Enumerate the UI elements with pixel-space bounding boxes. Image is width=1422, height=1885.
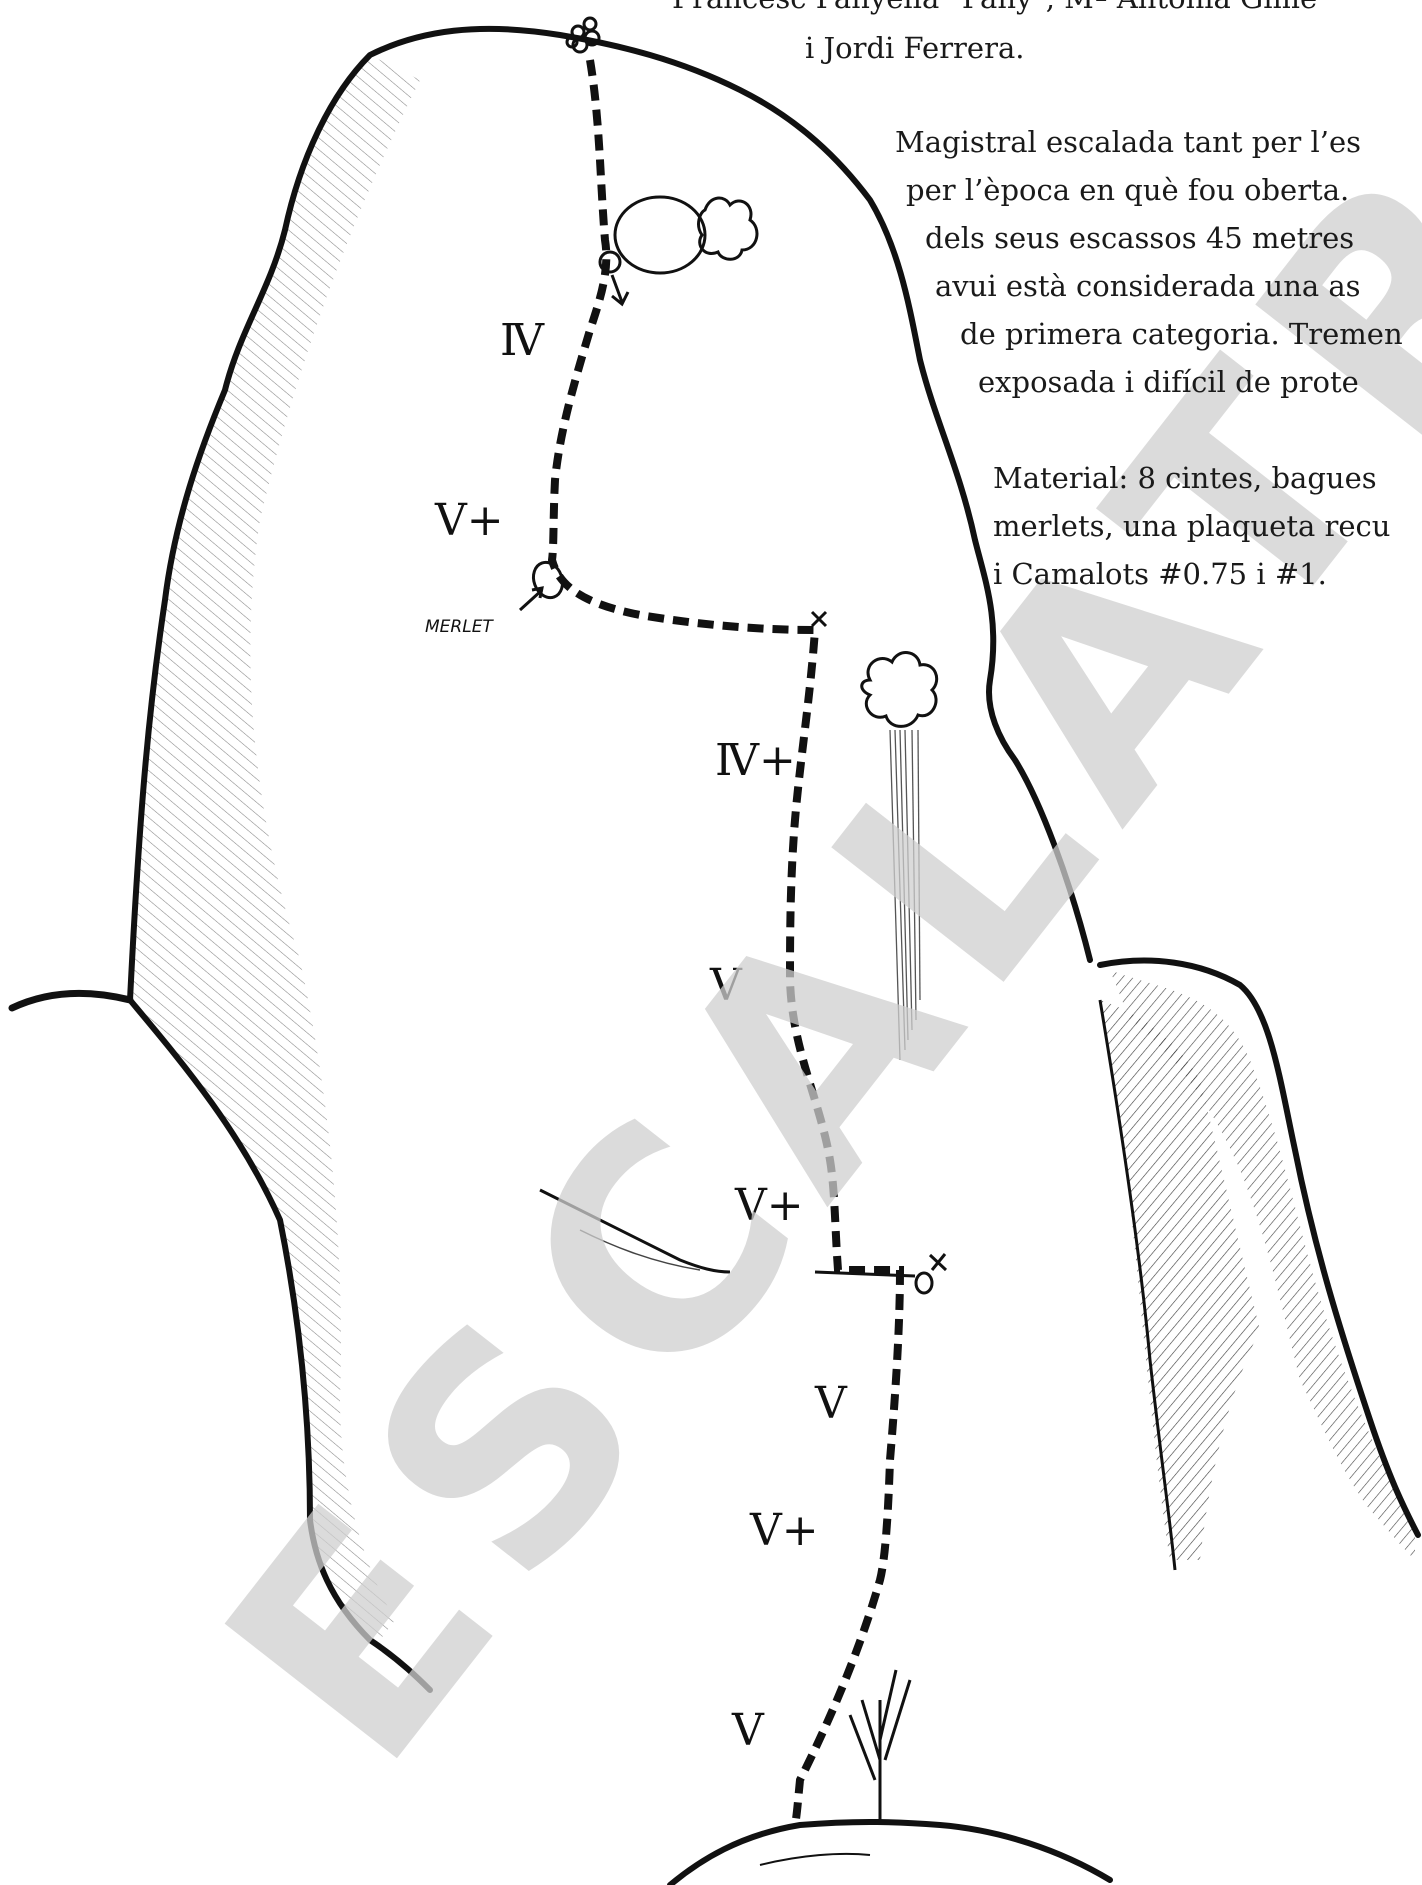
- ground-line-inner: [760, 1854, 870, 1865]
- description-line-4: avui està considerada una as: [935, 262, 1361, 310]
- grade-label-2: V+: [434, 495, 504, 546]
- description-line-6: exposada i difícil de prote: [978, 358, 1359, 406]
- bolt-mark-icon: [812, 612, 826, 626]
- description-line-5: de primera categoria. Tremen: [960, 310, 1403, 358]
- credits-line-1: Francesc Pahyella "Pany", Mª Antònia Gim…: [672, 0, 1317, 22]
- ground-line: [670, 1822, 1110, 1885]
- material-line-1: Material: 8 cintes, bagues: [993, 454, 1377, 502]
- merlet-label: MERLET: [425, 617, 494, 637]
- credits-line-2: i Jordi Ferrera.: [805, 24, 1024, 72]
- left-ridge-outline: [12, 993, 130, 1008]
- material-line-3: i Camalots #0.75 i #1.: [993, 550, 1327, 598]
- bolt-mark-lower-icon: [916, 1254, 946, 1293]
- grade-label-7: V+: [749, 1505, 819, 1556]
- summit-anchor-icon: [567, 18, 599, 52]
- merlet-icon: [520, 558, 567, 610]
- bush-icon-upper: [615, 197, 757, 273]
- grade-label-1: Ⅳ: [500, 315, 545, 366]
- description-line-3: dels seus escassos 45 metres: [925, 214, 1354, 262]
- grade-label-8: V: [731, 1705, 765, 1756]
- material-line-2: merlets, una plaqueta recu: [993, 502, 1390, 550]
- tree-icon-bottom: [850, 1670, 910, 1820]
- grade-label-3: Ⅳ+: [715, 735, 796, 786]
- description-line-2: per l’època en què fou oberta.: [906, 166, 1349, 214]
- description-line-1: Magistral escalada tant per l’es: [895, 118, 1361, 166]
- grade-label-6: V: [814, 1378, 848, 1429]
